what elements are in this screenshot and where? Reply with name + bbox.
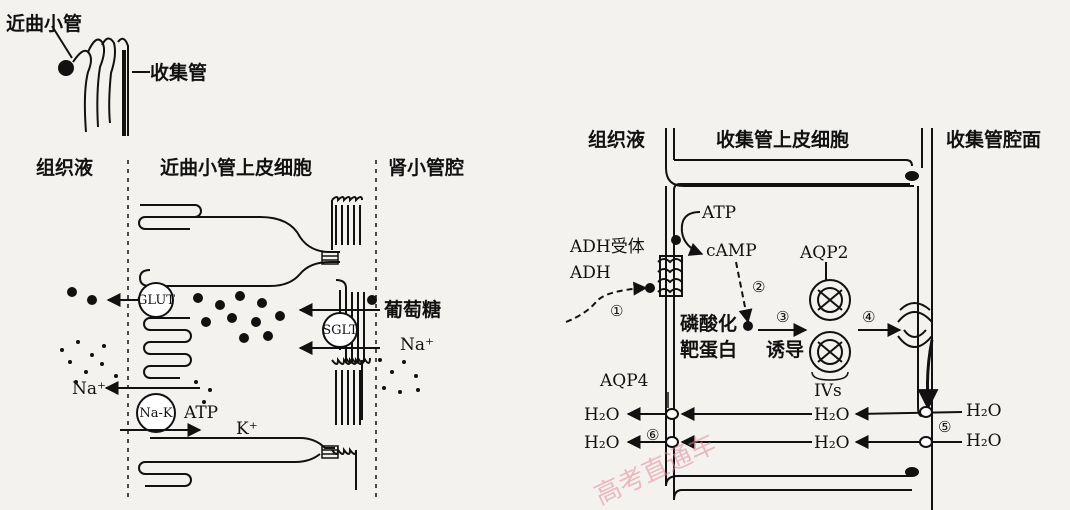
label-atp-left: ATP xyxy=(183,403,218,423)
nephron-sketch xyxy=(52,26,150,136)
g-protein xyxy=(671,235,681,245)
right-region-interstitial: 组织液 xyxy=(588,128,646,151)
label-collecting-duct: 收集管 xyxy=(150,61,207,84)
label-proximal-tubule: 近曲小管 xyxy=(6,12,82,35)
adh-molecule xyxy=(645,283,655,293)
label-ivs: IVs xyxy=(814,381,842,401)
label-adh: ADH xyxy=(569,263,611,283)
junction-knobs xyxy=(905,171,919,477)
label-glucose: 葡萄糖 xyxy=(384,298,441,321)
label-aqp2: AQP2 xyxy=(799,243,848,263)
step-6: ⑥ xyxy=(646,426,659,444)
step-3: ③ xyxy=(776,308,789,326)
aqp2-vesicles xyxy=(810,280,850,372)
label-camp: cAMP xyxy=(706,241,757,261)
label-aqp4: AQP4 xyxy=(599,371,648,391)
step-2: ② xyxy=(752,278,765,296)
water-cell-1: H₂O xyxy=(814,405,850,425)
adh-receptor xyxy=(658,256,682,296)
left-region-cell: 近曲小管上皮细胞 xyxy=(160,156,312,179)
label-phos-line2: 靶蛋白 xyxy=(680,338,737,361)
camp-arrow xyxy=(736,262,748,322)
label-phos-line1: 磷酸化 xyxy=(680,312,737,335)
atp-to-camp-arrow xyxy=(682,212,702,254)
step-4: ④ xyxy=(862,308,875,326)
water-lumen-2: H₂O xyxy=(966,431,1002,451)
tight-junctions xyxy=(322,252,338,458)
water-lumen-1: H₂O xyxy=(966,401,1002,421)
water-interstitial-2: H₂O xyxy=(584,433,620,453)
water-cell-2: H₂O xyxy=(814,433,850,453)
label-k: K⁺ xyxy=(236,419,258,439)
label-na-lumen: Na⁺ xyxy=(400,335,434,355)
label-na-interstitial: Na⁺ xyxy=(72,379,106,399)
step-5: ⑤ xyxy=(938,418,951,436)
label-adh-receptor: ADH受体 xyxy=(569,237,645,257)
sodium-ions xyxy=(60,340,420,404)
left-region-lumen: 肾小管腔 xyxy=(388,156,464,179)
left-region-interstitial: 组织液 xyxy=(36,156,94,179)
apical-aqp2 xyxy=(898,303,932,347)
label-atp-right: ATP xyxy=(701,203,736,223)
step-1: ① xyxy=(610,302,623,320)
target-protein xyxy=(743,321,753,331)
adh-binding-arrow xyxy=(566,288,646,322)
right-region-lumen: 收集管腔面 xyxy=(946,128,1041,151)
ivs-brace xyxy=(812,372,848,380)
glut-label: GLUT xyxy=(137,293,175,308)
na-k-pump-label: Na-K xyxy=(139,406,173,421)
upper-cell-membrane xyxy=(139,205,340,286)
water-interstitial-1: H₂O xyxy=(584,405,620,425)
label-induce: 诱导 xyxy=(766,339,804,361)
sglt-label: SGLT xyxy=(322,323,358,338)
right-region-cell: 收集管上皮细胞 xyxy=(716,128,849,151)
